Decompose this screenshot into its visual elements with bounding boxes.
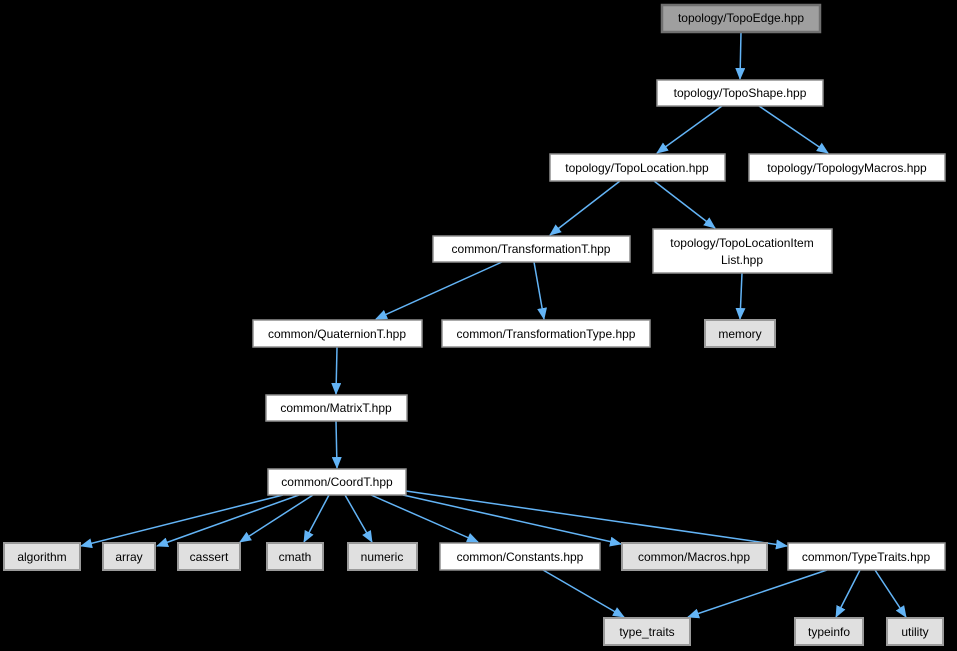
node-cmath: cmath: [266, 542, 324, 571]
node-common-coordt[interactable]: common/CoordT.hpp: [267, 468, 407, 496]
edge-coordt-numeric: [344, 494, 373, 543]
array-box: [102, 542, 156, 571]
typetraits-label: common/TypeTraits.hpp: [802, 550, 931, 564]
node-cassert: cassert: [177, 542, 241, 571]
macros-label: common/Macros.hpp: [638, 550, 750, 564]
edge-topoedge-toposhape: [735, 31, 746, 80]
topolocation-box[interactable]: [549, 153, 726, 182]
node-common-quaterniont[interactable]: common/QuaternionT.hpp: [252, 319, 423, 348]
coordt-label: common/CoordT.hpp: [281, 475, 393, 489]
edges: [80, 31, 907, 619]
node-common-macros: common/Macros.hpp: [621, 542, 768, 571]
toposhape-label: topology/TopoShape.hpp: [674, 86, 807, 100]
algorithm-label: algorithm: [17, 550, 66, 564]
quaterniont-box[interactable]: [252, 319, 423, 348]
utility-label: utility: [901, 625, 928, 639]
constants-label: common/Constants.hpp: [457, 550, 584, 564]
node-common-typetraits[interactable]: common/TypeTraits.hpp: [787, 542, 946, 571]
edge-coordt-macros: [402, 494, 622, 547]
edge-coordt-constants: [370, 494, 479, 543]
node-utility: utility: [886, 617, 944, 646]
numeric-label: numeric: [361, 550, 404, 564]
typetraits-box[interactable]: [787, 542, 946, 571]
node-topology-topoedge: topology/TopoEdge.hpp: [660, 3, 822, 34]
node-topology-topolocationitemlist[interactable]: topology/TopoLocationItem List.hpp: [652, 228, 833, 274]
edge-typetraits-type_traits: [687, 569, 828, 619]
node-common-constants[interactable]: common/Constants.hpp: [439, 542, 601, 571]
edge-constants-type_traits: [542, 569, 625, 618]
edge-topolocation-itemlist: [653, 180, 716, 229]
edge-coordt-algorithm: [80, 494, 284, 549]
node-type-traits: type_traits: [603, 617, 691, 646]
node-algorithm: algorithm: [3, 542, 81, 571]
array-label: array: [115, 550, 142, 564]
edge-transformationt-transformationtype: [533, 261, 548, 320]
cassert-label: cassert: [190, 550, 229, 564]
edge-typetraits-typeinfo: [835, 569, 861, 618]
itemlist-label-line2: List.hpp: [721, 253, 763, 267]
type_traits-label: type_traits: [619, 625, 674, 639]
nodes: topology/TopoEdge.hpp topology/TopoShape…: [3, 3, 946, 646]
node-common-transformationt[interactable]: common/TransformationT.hpp: [432, 235, 631, 263]
algorithm-box: [3, 542, 81, 571]
numeric-box: [347, 542, 418, 571]
utility-box: [886, 617, 944, 646]
node-typeinfo: typeinfo: [794, 617, 864, 646]
matrixt-label: common/MatrixT.hpp: [280, 401, 392, 415]
node-common-matrixt[interactable]: common/MatrixT.hpp: [265, 394, 408, 422]
topoedge-box: [660, 3, 822, 34]
node-numeric: numeric: [347, 542, 418, 571]
topologymacros-box[interactable]: [748, 153, 946, 182]
edge-coordt-typetraits: [405, 490, 788, 550]
node-topology-topolocation[interactable]: topology/TopoLocation.hpp: [549, 153, 726, 182]
edge-coordt-array: [156, 494, 300, 547]
typeinfo-label: typeinfo: [808, 625, 850, 639]
matrixt-box[interactable]: [265, 394, 408, 422]
type_traits-box: [603, 617, 691, 646]
node-memory: memory: [704, 319, 776, 348]
edge-toposhape-topologymacros: [758, 105, 829, 154]
edge-toposhape-topolocation: [656, 105, 723, 154]
edge-quaterniont-matrixt: [331, 346, 342, 395]
coordt-box[interactable]: [267, 468, 407, 496]
memory-box: [704, 319, 776, 348]
cmath-box: [266, 542, 324, 571]
itemlist-label-line1: topology/TopoLocationItem: [670, 236, 813, 250]
edge-topolocation-transformationt: [549, 180, 621, 236]
node-topology-topologymacros[interactable]: topology/TopologyMacros.hpp: [748, 153, 946, 182]
itemlist-box[interactable]: [652, 228, 833, 274]
typeinfo-box: [794, 617, 864, 646]
edge-itemlist-memory: [735, 272, 746, 320]
topolocation-label: topology/TopoLocation.hpp: [565, 161, 709, 175]
topologymacros-label: topology/TopologyMacros.hpp: [767, 161, 927, 175]
transformationt-box[interactable]: [432, 235, 631, 263]
transformationt-label: common/TransformationT.hpp: [452, 242, 611, 256]
edge-coordt-cmath: [303, 494, 330, 543]
node-common-transformationtype[interactable]: common/TransformationType.hpp: [441, 319, 651, 348]
cassert-box: [177, 542, 241, 571]
node-topology-toposhape[interactable]: topology/TopoShape.hpp: [656, 79, 824, 107]
quaterniont-label: common/QuaternionT.hpp: [268, 327, 406, 341]
transformationtype-box[interactable]: [441, 319, 651, 348]
toposhape-box[interactable]: [656, 79, 824, 107]
node-array: array: [102, 542, 156, 571]
edge-coordt-cassert: [239, 494, 314, 543]
constants-box[interactable]: [439, 542, 601, 571]
topoedge-label: topology/TopoEdge.hpp: [678, 11, 804, 25]
edge-matrixt-coordt: [331, 420, 342, 469]
macros-box: [621, 542, 768, 571]
cmath-label: cmath: [279, 550, 312, 564]
edge-typetraits-utility: [874, 569, 907, 618]
transformationtype-label: common/TransformationType.hpp: [457, 327, 636, 341]
memory-label: memory: [718, 327, 761, 341]
edge-transformationt-quaterniont: [375, 261, 503, 320]
